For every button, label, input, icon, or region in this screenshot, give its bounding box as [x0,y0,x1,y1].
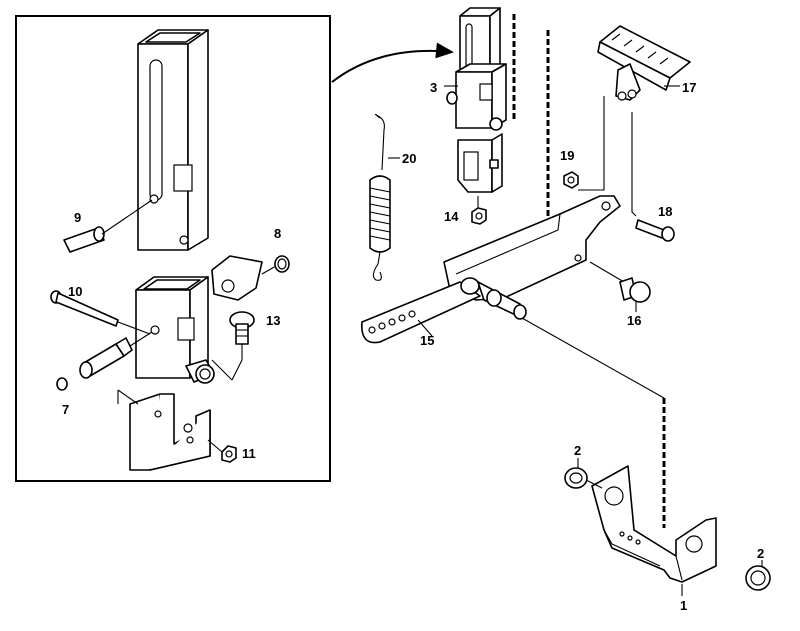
nut-part-14 [471,207,487,225]
label-part-15: 15 [420,333,434,348]
label-part-3: 3 [430,80,437,95]
label-part-14: 14 [444,209,459,224]
label-part-19: 19 [560,148,574,163]
label-part-18: 18 [658,204,672,219]
pin-part-7 [56,331,153,391]
pin-part-9 [63,199,153,253]
label-part-20: 20 [402,151,416,166]
bracket-part-1 [591,465,717,596]
carriage-bolt-part-13 [229,311,255,360]
label-part-17: 17 [682,80,696,95]
detail-callout-arrow [331,42,454,83]
block-part-8 [211,255,290,301]
bolt-part-10 [50,290,151,335]
bolt-part-18 [635,219,675,242]
label-part-13: 13 [266,313,280,328]
pedal-pad-part-17 [597,25,691,101]
bushing-part-2-left [564,458,603,489]
label-part-9: 9 [74,210,81,225]
nut-part-19 [563,171,579,189]
detail-inset-frame [15,15,331,482]
lever-arm-part-15 [361,195,665,399]
lower-sleeve-block [135,276,215,384]
label-part-16: 16 [627,313,641,328]
label-part-2-left: 2 [574,443,581,458]
label-part-8: 8 [274,226,281,241]
label-part-7: 7 [62,402,69,417]
spring-part-20 [369,113,400,281]
pedal-leader-lines [578,96,637,217]
alignment-line-upper [512,14,550,248]
label-part-1: 1 [680,598,687,613]
nut-part-11 [207,359,243,463]
bushing-part-2-right [745,560,771,591]
label-part-2-right: 2 [757,546,764,561]
upper-square-tube [137,29,209,251]
tube-assembly-part-3 [444,7,507,208]
u-bracket-lower [117,389,211,471]
carriage-bolt-part-16 [619,277,651,312]
label-part-10: 10 [68,284,82,299]
label-part-11: 11 [242,446,256,461]
